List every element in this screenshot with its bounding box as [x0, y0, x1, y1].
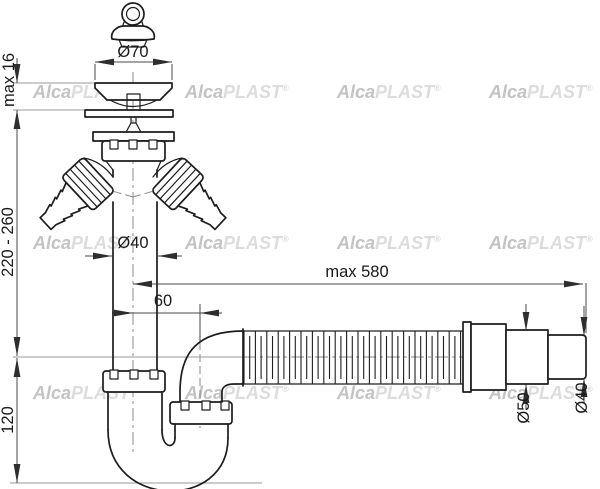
label-trap-depth: 120 — [0, 406, 17, 434]
brand-watermark: AlcaPLAST® — [336, 383, 441, 403]
label-pipe-diameter: Ø40 — [117, 234, 148, 252]
plug-stopper — [110, 25, 156, 42]
brand-watermark: AlcaPLAST® — [32, 233, 137, 253]
u-bend-inner — [161, 429, 176, 447]
label-outlet-collar-diameter: Ø50 — [515, 392, 533, 423]
strainer-assembly — [84, 82, 175, 171]
label-hose-max-length: max 580 — [325, 263, 388, 281]
hose-ribs — [243, 331, 462, 384]
drain-plug — [110, 2, 156, 48]
appliance-inlet-left — [39, 157, 114, 231]
brand-watermark: AlcaPLAST® — [336, 82, 441, 102]
outlet-pipe-40 — [547, 334, 587, 380]
inlet-pipe — [112, 169, 158, 372]
left-hose-barb — [39, 181, 89, 231]
plug-ring-icon — [121, 2, 145, 26]
dimension-lines — [13, 58, 588, 483]
outlet-body — [470, 323, 507, 391]
outlet-elbow — [179, 328, 244, 403]
watermarks: AlcaPLAST® AlcaPLAST® AlcaPLAST® AlcaPLAST®… — [32, 82, 593, 403]
flexible-hose — [242, 330, 464, 385]
brand-watermark: AlcaPLAST® — [488, 82, 593, 102]
brand-watermark: AlcaPLAST® — [336, 233, 441, 253]
brand-watermark: AlcaPLAST® — [488, 233, 593, 253]
strainer-flange — [94, 82, 173, 101]
brand-watermark: AlcaPLAST® — [32, 383, 137, 403]
elbow-inner — [221, 383, 244, 403]
extension-lines — [10, 64, 587, 484]
appliance-inlet-right — [152, 157, 227, 231]
brand-watermark: AlcaPLAST® — [184, 82, 289, 102]
outlet-collar-ring — [462, 321, 472, 393]
label-inlet-height: 220 - 260 — [0, 207, 17, 277]
u-bend-outer — [107, 429, 229, 489]
outlet-collar-50 — [505, 329, 549, 385]
label-flange-height: max 16 — [0, 53, 18, 107]
outlet-fitting — [462, 321, 587, 393]
right-hose-barb — [177, 181, 227, 231]
brand-watermark: AlcaPLAST® — [184, 383, 289, 403]
dimension-labels: Ø70 max 16 220 - 260 Ø40 max 580 60 120 … — [0, 43, 591, 434]
trap-u-bend — [102, 369, 233, 489]
brand-watermark: AlcaPLAST® — [184, 233, 289, 253]
label-elbow-offset: 60 — [154, 292, 172, 310]
label-outlet-diameter: Ø40 — [573, 382, 591, 413]
sink-plate — [84, 109, 174, 118]
elbow-outer — [179, 330, 244, 403]
